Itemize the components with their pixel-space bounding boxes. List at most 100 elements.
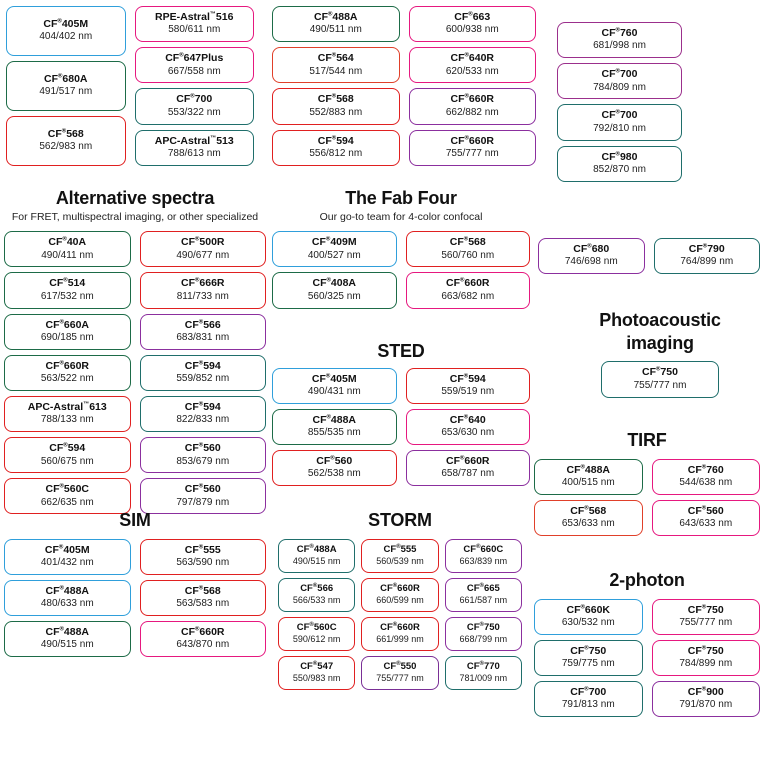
dye-spectra-value: 791/813 nm <box>561 699 615 711</box>
dye-name: CF®488A <box>313 11 358 23</box>
dye-name: CF®40A <box>48 236 87 249</box>
trademark-symbol: ® <box>702 243 708 250</box>
trademark-symbol: ® <box>464 52 469 59</box>
section-fab-four: The Fab Four Our go-to team for 4-color … <box>272 188 530 309</box>
dye-name: CF®660R <box>380 621 420 633</box>
dye-name: CF®566 <box>184 318 221 331</box>
trademark-symbol: ® <box>615 27 620 34</box>
dye-name: CF®488A <box>45 584 90 597</box>
dye-spectra-value: 764/899 nm <box>680 256 734 268</box>
two-photon-title: 2-photon <box>609 570 685 590</box>
trademark-symbol: ® <box>194 277 200 284</box>
trademark-symbol: ® <box>198 483 204 490</box>
trademark-symbol: ® <box>198 585 204 592</box>
dye-name: CF®750 <box>642 366 678 379</box>
dye-spectra-value: 580/611 nm <box>168 24 221 36</box>
dye-spectra-value: 683/831 nm <box>176 332 230 343</box>
dye-name: CF®594 <box>184 400 221 413</box>
trademark-symbol: ® <box>312 660 318 667</box>
dye-name: APC-Astral™513 <box>154 134 234 147</box>
